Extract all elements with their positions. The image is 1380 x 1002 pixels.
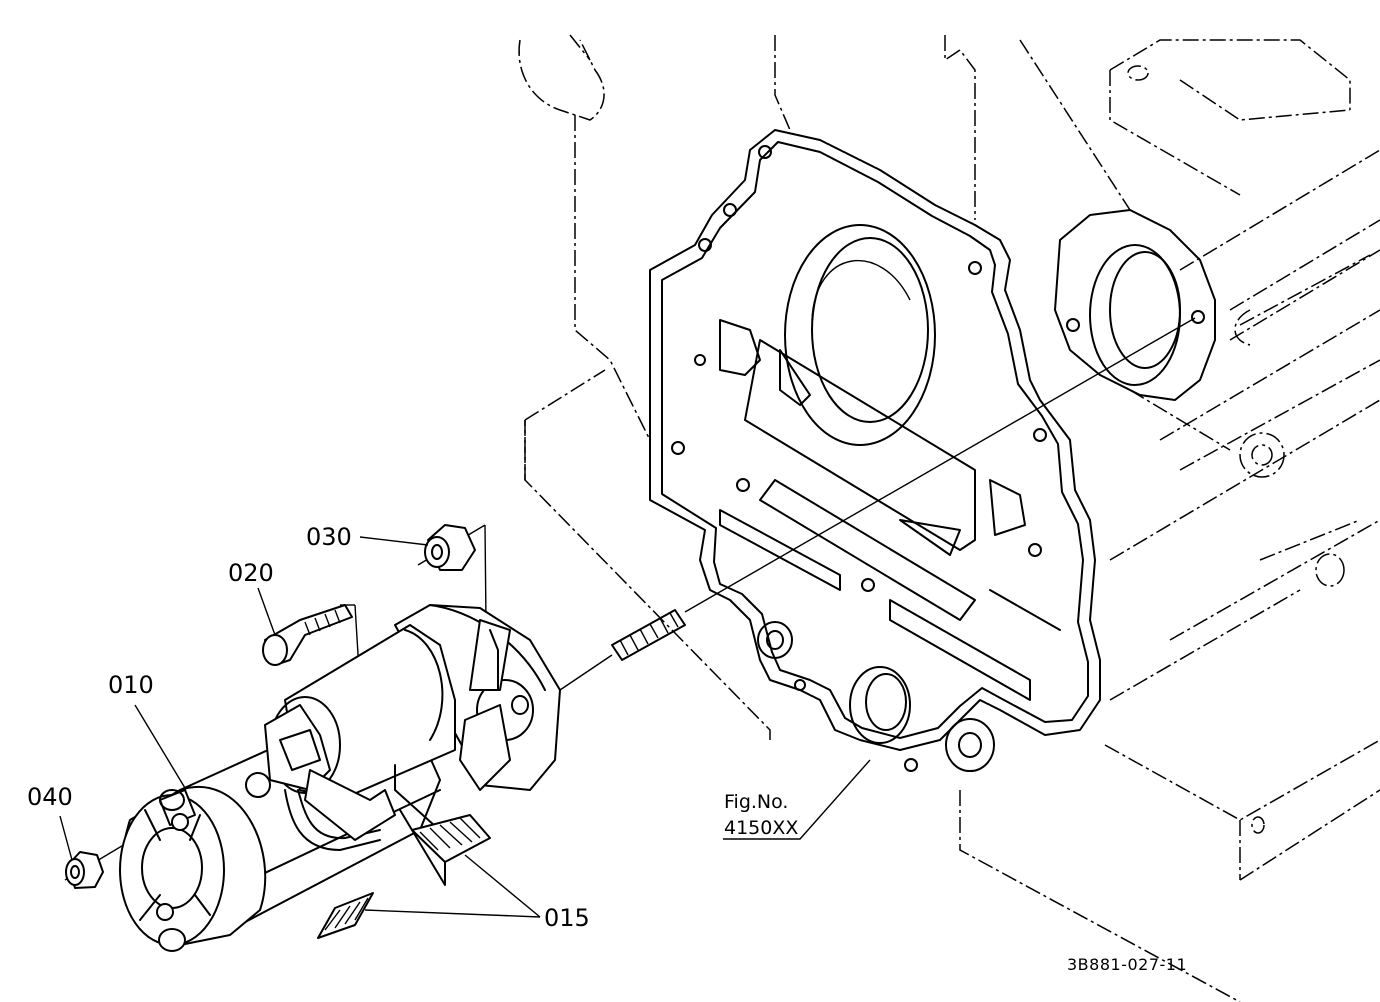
label-decals-015	[317, 814, 491, 939]
part-number-015[interactable]: 015	[544, 904, 590, 932]
figure-reference[interactable]: Fig.No. 4150XX	[724, 789, 798, 841]
figure-reference-number: 4150XX	[724, 817, 799, 839]
flywheel-housing-plate	[649, 129, 1101, 772]
nut-040	[65, 851, 104, 889]
rear-housing	[1054, 209, 1216, 401]
nut-030	[424, 524, 476, 571]
part-number-030[interactable]: 030	[306, 523, 352, 551]
document-number: 3B881-027-11	[1067, 955, 1188, 974]
part-number-020[interactable]: 020	[228, 559, 274, 587]
part-number-040[interactable]: 040	[27, 783, 73, 811]
leader-lines	[59, 536, 871, 918]
starter-motor	[119, 604, 561, 952]
stud-bolt	[611, 609, 686, 661]
figure-reference-label: Fig.No.	[724, 791, 789, 813]
engine-block-phantom	[518, 34, 1380, 1002]
bolt-020	[262, 604, 353, 666]
part-number-010[interactable]: 010	[108, 671, 154, 699]
